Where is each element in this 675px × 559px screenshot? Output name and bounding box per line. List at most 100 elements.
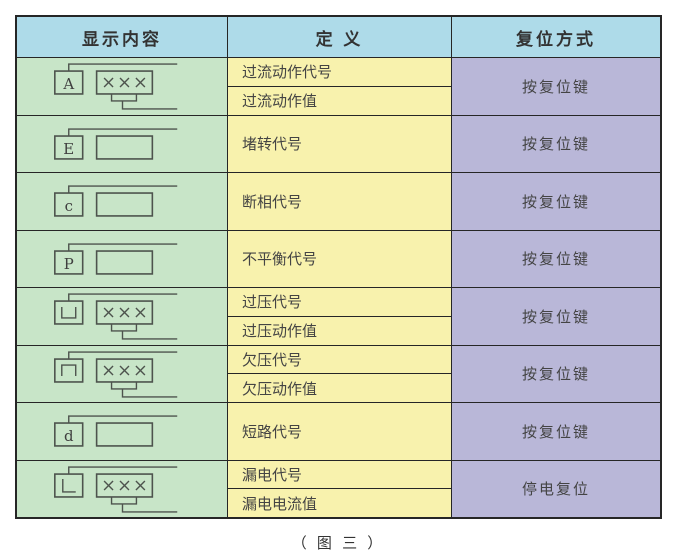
display-diagram	[54, 466, 178, 513]
display-cell: E	[17, 115, 228, 172]
display-diagram: d	[54, 415, 178, 447]
top-connector-line	[68, 293, 178, 302]
figure-caption: （ 图 三 ）	[291, 535, 386, 552]
table-row: E 堵转代号 按复位键	[17, 114, 660, 172]
code-box	[54, 70, 84, 96]
value-box	[95, 422, 154, 447]
top-connector-line	[68, 351, 178, 359]
definition-cell: 不平衡代号	[228, 230, 452, 287]
open-bottom-square-icon	[61, 364, 77, 376]
display-code-letter: d	[64, 427, 74, 445]
display-cell	[17, 460, 228, 517]
value-box	[95, 300, 154, 326]
column-header-display-content: 显示内容	[17, 17, 228, 57]
definition-label: 欠压动作值	[242, 380, 318, 398]
reset-method-label: 按复位键	[521, 308, 590, 326]
bottom-connector-line	[121, 503, 178, 513]
reset-cell: 停电复位	[452, 460, 660, 517]
table-row: A 过流动作代号过流动作值 按复位键	[17, 57, 660, 115]
reset-method-label: 按复位键	[521, 251, 590, 269]
letter-L-icon	[62, 478, 76, 493]
reset-cell: 按复位键	[452, 58, 660, 115]
definition-cell: 短路代号	[228, 403, 452, 460]
definition-cell: 断相代号	[228, 173, 452, 230]
reset-method-label: 停电复位	[521, 481, 590, 499]
display-diagram: c	[54, 185, 178, 217]
column-header-reset-method: 复位方式	[452, 17, 660, 57]
definition-label: 堵转代号	[242, 136, 303, 154]
definition-label: 断相代号	[242, 193, 303, 211]
bottom-connector-line	[121, 331, 178, 340]
table-header-row: 显示内容 定 义 复位方式	[17, 17, 660, 57]
value-box	[95, 473, 154, 498]
reset-cell: 按复位键	[452, 403, 660, 460]
code-box	[54, 249, 84, 275]
value-box	[95, 134, 154, 160]
reset-method-label: 按复位键	[521, 193, 590, 211]
code-box	[54, 473, 84, 498]
reset-method-label: 按复位键	[521, 366, 590, 384]
reset-cell: 按复位键	[452, 115, 660, 172]
reset-method-label: 按复位键	[521, 136, 590, 154]
table-row: 漏电代号漏电电流值 停电复位	[17, 459, 660, 517]
reset-method-label: 按复位键	[521, 78, 590, 96]
table-row: d 短路代号 按复位键	[17, 402, 660, 460]
table-row: P 不平衡代号 按复位键	[17, 229, 660, 287]
bottom-tab	[110, 94, 138, 102]
top-connector-line	[68, 466, 178, 474]
display-diagram: P	[54, 243, 178, 275]
reset-cell: 按复位键	[452, 288, 660, 345]
column-header-definition: 定 义	[228, 17, 452, 57]
table-row: 欠压代号欠压动作值 按复位键	[17, 344, 660, 402]
definition-label: 不平衡代号	[242, 251, 318, 269]
definition-cell: 过压代号过压动作值	[228, 288, 452, 345]
definition-cell: 漏电代号漏电电流值	[228, 460, 452, 517]
table-row: 过压代号过压动作值 按复位键	[17, 287, 660, 345]
display-value	[103, 480, 146, 491]
display-code-letter: c	[65, 197, 73, 215]
display-code-letter: A	[62, 75, 74, 93]
reset-cell: 按复位键	[452, 345, 660, 402]
top-connector-line	[68, 63, 178, 72]
table-row: c 断相代号 按复位键	[17, 172, 660, 230]
definition-cell: 堵转代号	[228, 115, 452, 172]
display-cell	[17, 345, 228, 402]
definition-label: 漏电电流值	[242, 495, 318, 513]
reset-cell: 按复位键	[452, 173, 660, 230]
top-connector-line	[68, 243, 178, 251]
display-code-letter: E	[63, 140, 74, 158]
display-cell	[17, 288, 228, 345]
code-box	[54, 192, 84, 217]
definition-label: 过压动作值	[242, 323, 318, 341]
display-cell: d	[17, 403, 228, 460]
bottom-connector-line	[121, 101, 178, 110]
display-diagram: E	[54, 128, 178, 160]
display-diagram: A	[54, 63, 178, 110]
value-box	[95, 358, 154, 383]
display-code-letter: P	[64, 255, 74, 273]
display-value	[103, 365, 146, 376]
bottom-tab	[110, 324, 138, 332]
code-box	[54, 134, 84, 160]
definition-label: 漏电代号	[228, 461, 451, 490]
display-diagram	[54, 351, 178, 398]
definition-label: 欠压代号	[228, 346, 451, 375]
reset-cell: 按复位键	[452, 230, 660, 287]
bottom-connector-line	[121, 388, 178, 398]
display-diagram	[54, 293, 178, 340]
display-cell: A	[17, 58, 228, 115]
value-box	[95, 192, 154, 217]
fault-display-table: 显示内容 定 义 复位方式 A 过流动作代号过流动作值 按复位键 E 堵转代号 …	[15, 15, 662, 519]
definition-cell: 欠压代号欠压动作值	[228, 345, 452, 402]
top-connector-line	[68, 185, 178, 194]
value-box	[95, 70, 154, 96]
definition-label: 过流动作值	[242, 93, 318, 111]
code-box	[54, 358, 84, 383]
display-cell: c	[17, 173, 228, 230]
display-value	[103, 307, 146, 318]
value-box	[95, 249, 154, 275]
definition-label: 过流动作代号	[228, 58, 451, 87]
open-top-square-icon	[61, 307, 77, 319]
code-box	[54, 300, 84, 326]
